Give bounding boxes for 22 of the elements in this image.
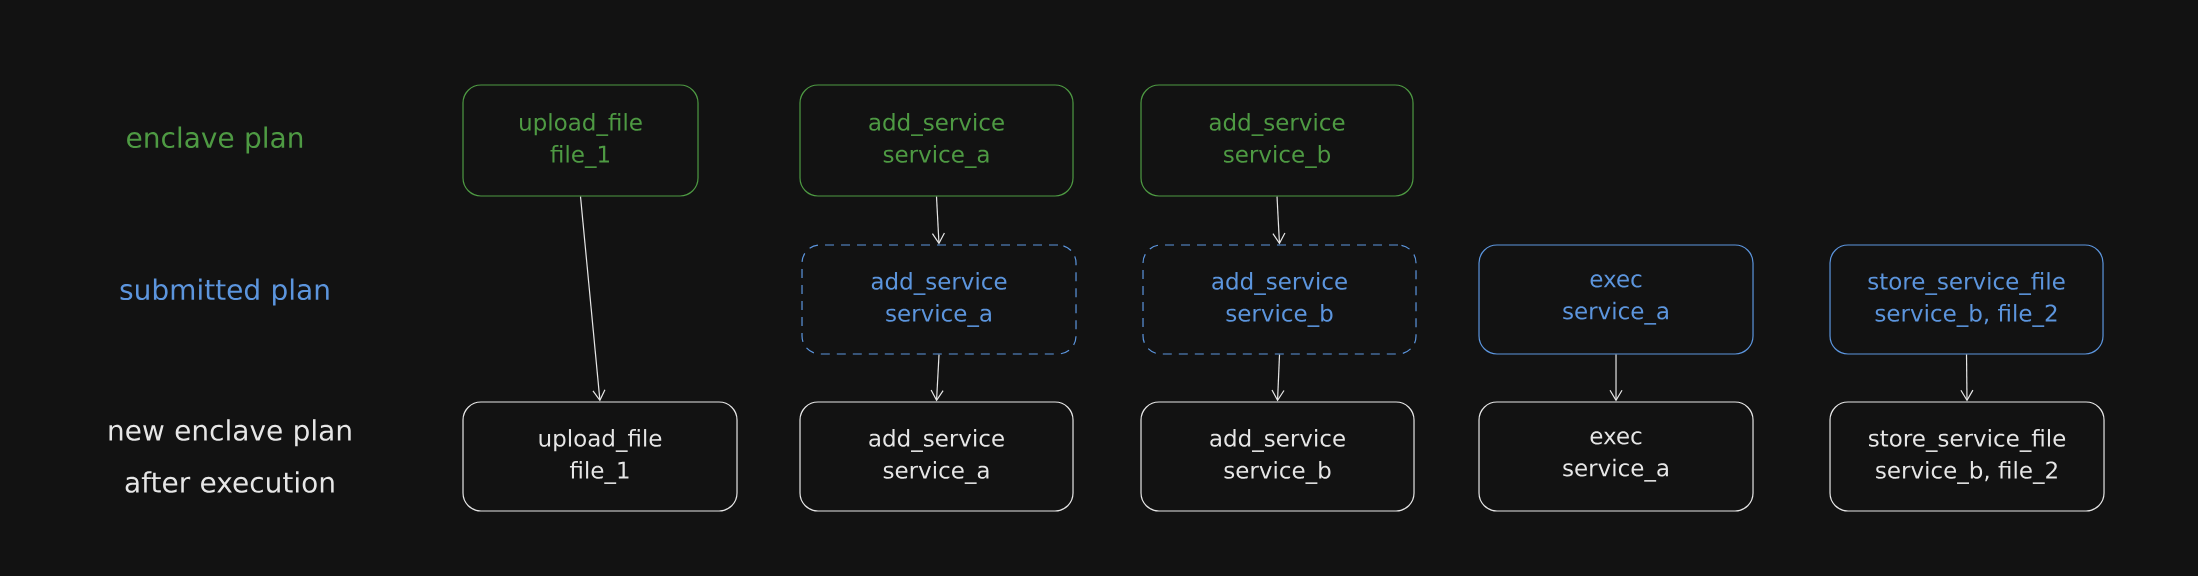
process-box: exec service_a: [1478, 244, 1754, 355]
process-box: store_service_file service_b, file_2: [1829, 244, 2104, 355]
arrow: [579, 196, 606, 402]
process-box: upload_file file_1: [462, 84, 699, 197]
dashed-process-box: add_service service_a: [801, 244, 1077, 355]
arrow: [931, 196, 945, 245]
process-box: add_service service_b: [1140, 401, 1415, 512]
process-box: add_service service_a: [799, 84, 1074, 197]
row-label: new enclave plan after execution: [109, 419, 351, 493]
arrow: [1271, 354, 1285, 402]
row-label: submitted plan: [120, 278, 329, 306]
process-box: add_service service_a: [799, 401, 1074, 512]
process-box: exec service_a: [1478, 401, 1754, 512]
dashed-process-box: add_service service_b: [1142, 244, 1417, 355]
process-box: upload_file file_1: [462, 401, 738, 512]
row-label: enclave plan: [127, 126, 303, 154]
process-box: add_service service_b: [1140, 84, 1414, 197]
arrow: [1272, 196, 1286, 245]
arrow: [1609, 354, 1623, 402]
arrow: [1960, 354, 1974, 402]
arrow: [930, 354, 944, 402]
process-box: store_service_file service_b, file_2: [1829, 401, 2105, 512]
